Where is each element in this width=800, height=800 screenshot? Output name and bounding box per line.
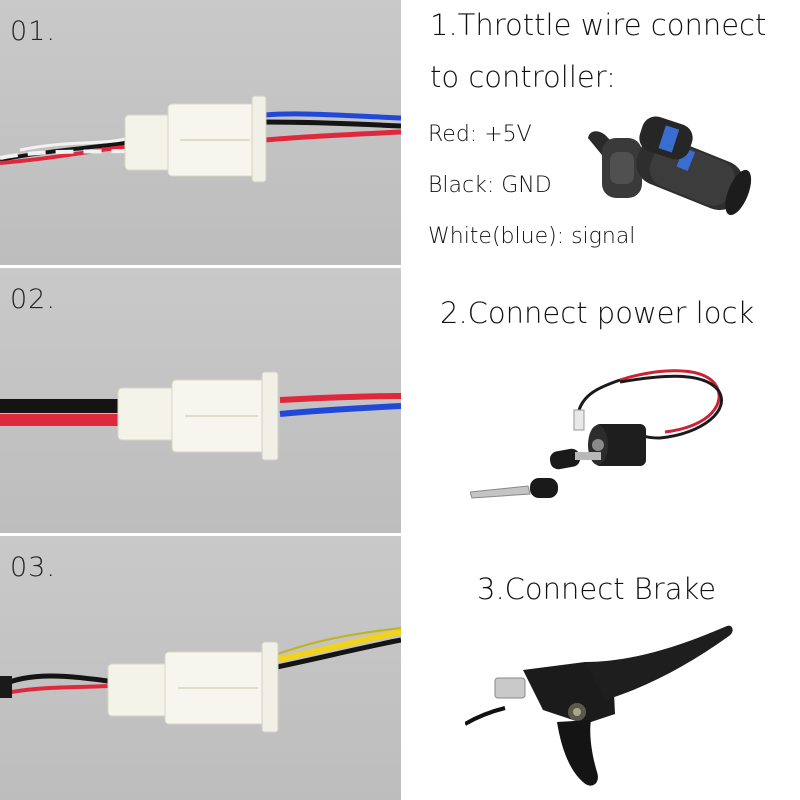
throttle-grip-icon	[588, 116, 752, 216]
spec-red: Red: +5V	[428, 122, 532, 147]
power-lock-connector-image	[0, 371, 401, 461]
step-1-heading: 1.Throttle wire connect	[430, 8, 767, 42]
key-lock-icon	[470, 369, 723, 499]
step-number-label: 01.	[10, 16, 56, 47]
brake-lever-icon	[465, 625, 733, 786]
step-3-heading: 3.Connect Brake	[477, 572, 717, 606]
step-number-label: 02.	[10, 284, 56, 315]
step-1-heading-continued: to controller:	[430, 60, 616, 94]
connector-photo-02: 02.	[0, 268, 401, 533]
spec-black: Black: GND	[428, 173, 552, 198]
connector-photo-03: 03.	[0, 536, 401, 800]
spec-white-blue: White(blue): signal	[428, 224, 636, 249]
step-number-label: 03.	[10, 552, 56, 583]
step-2-heading: 2.Connect power lock	[440, 296, 755, 330]
throttle-connector-image	[0, 95, 401, 183]
connector-photo-01: 01.	[0, 0, 401, 265]
brake-connector-image	[0, 627, 401, 733]
